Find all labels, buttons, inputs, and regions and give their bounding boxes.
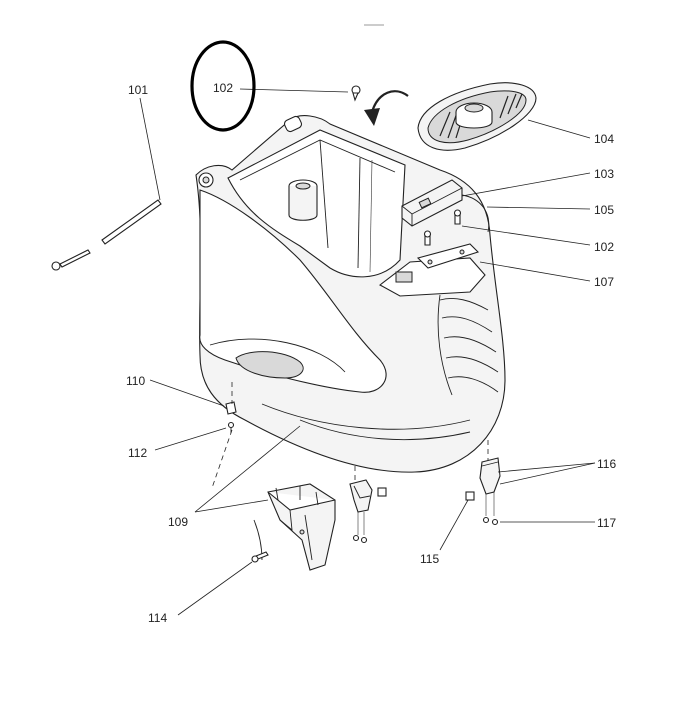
handle-bracket <box>401 179 463 227</box>
screw-114 <box>251 551 269 563</box>
callout-101: 101 <box>128 83 148 97</box>
screw-102-top <box>351 85 361 102</box>
callout-116: 116 <box>597 457 616 471</box>
cover-edge <box>461 194 490 233</box>
highlight-circle <box>190 40 256 132</box>
screws-upper-right <box>423 209 462 246</box>
callout-104: 104 <box>594 132 614 146</box>
part-115 <box>465 491 475 501</box>
callout-110: 110 <box>126 374 145 388</box>
dashed-guide-2 <box>211 429 233 489</box>
bracket-107 <box>416 243 480 269</box>
callout-107: 107 <box>594 275 614 289</box>
callout-114: 114 <box>148 611 167 625</box>
callout-103: 103 <box>594 167 614 181</box>
screw-112 <box>227 421 235 433</box>
callout-109: 109 <box>168 515 188 529</box>
tray-104 <box>417 82 537 151</box>
callout-102: 102 <box>594 240 614 254</box>
callout-117: 117 <box>597 516 616 530</box>
callout-115: 115 <box>420 552 439 566</box>
rotation-arrow <box>364 90 409 126</box>
rod-101 <box>51 199 162 271</box>
callout-105: 105 <box>594 203 614 217</box>
callout-102-circled: 102 <box>213 81 233 95</box>
lower-bracket <box>253 483 336 571</box>
callout-112: 112 <box>128 446 147 460</box>
pin-110 <box>225 401 237 415</box>
main-housing <box>195 115 506 473</box>
foot-clip-center <box>349 479 387 544</box>
foot-116 <box>479 457 501 526</box>
leader-lines <box>139 88 596 616</box>
